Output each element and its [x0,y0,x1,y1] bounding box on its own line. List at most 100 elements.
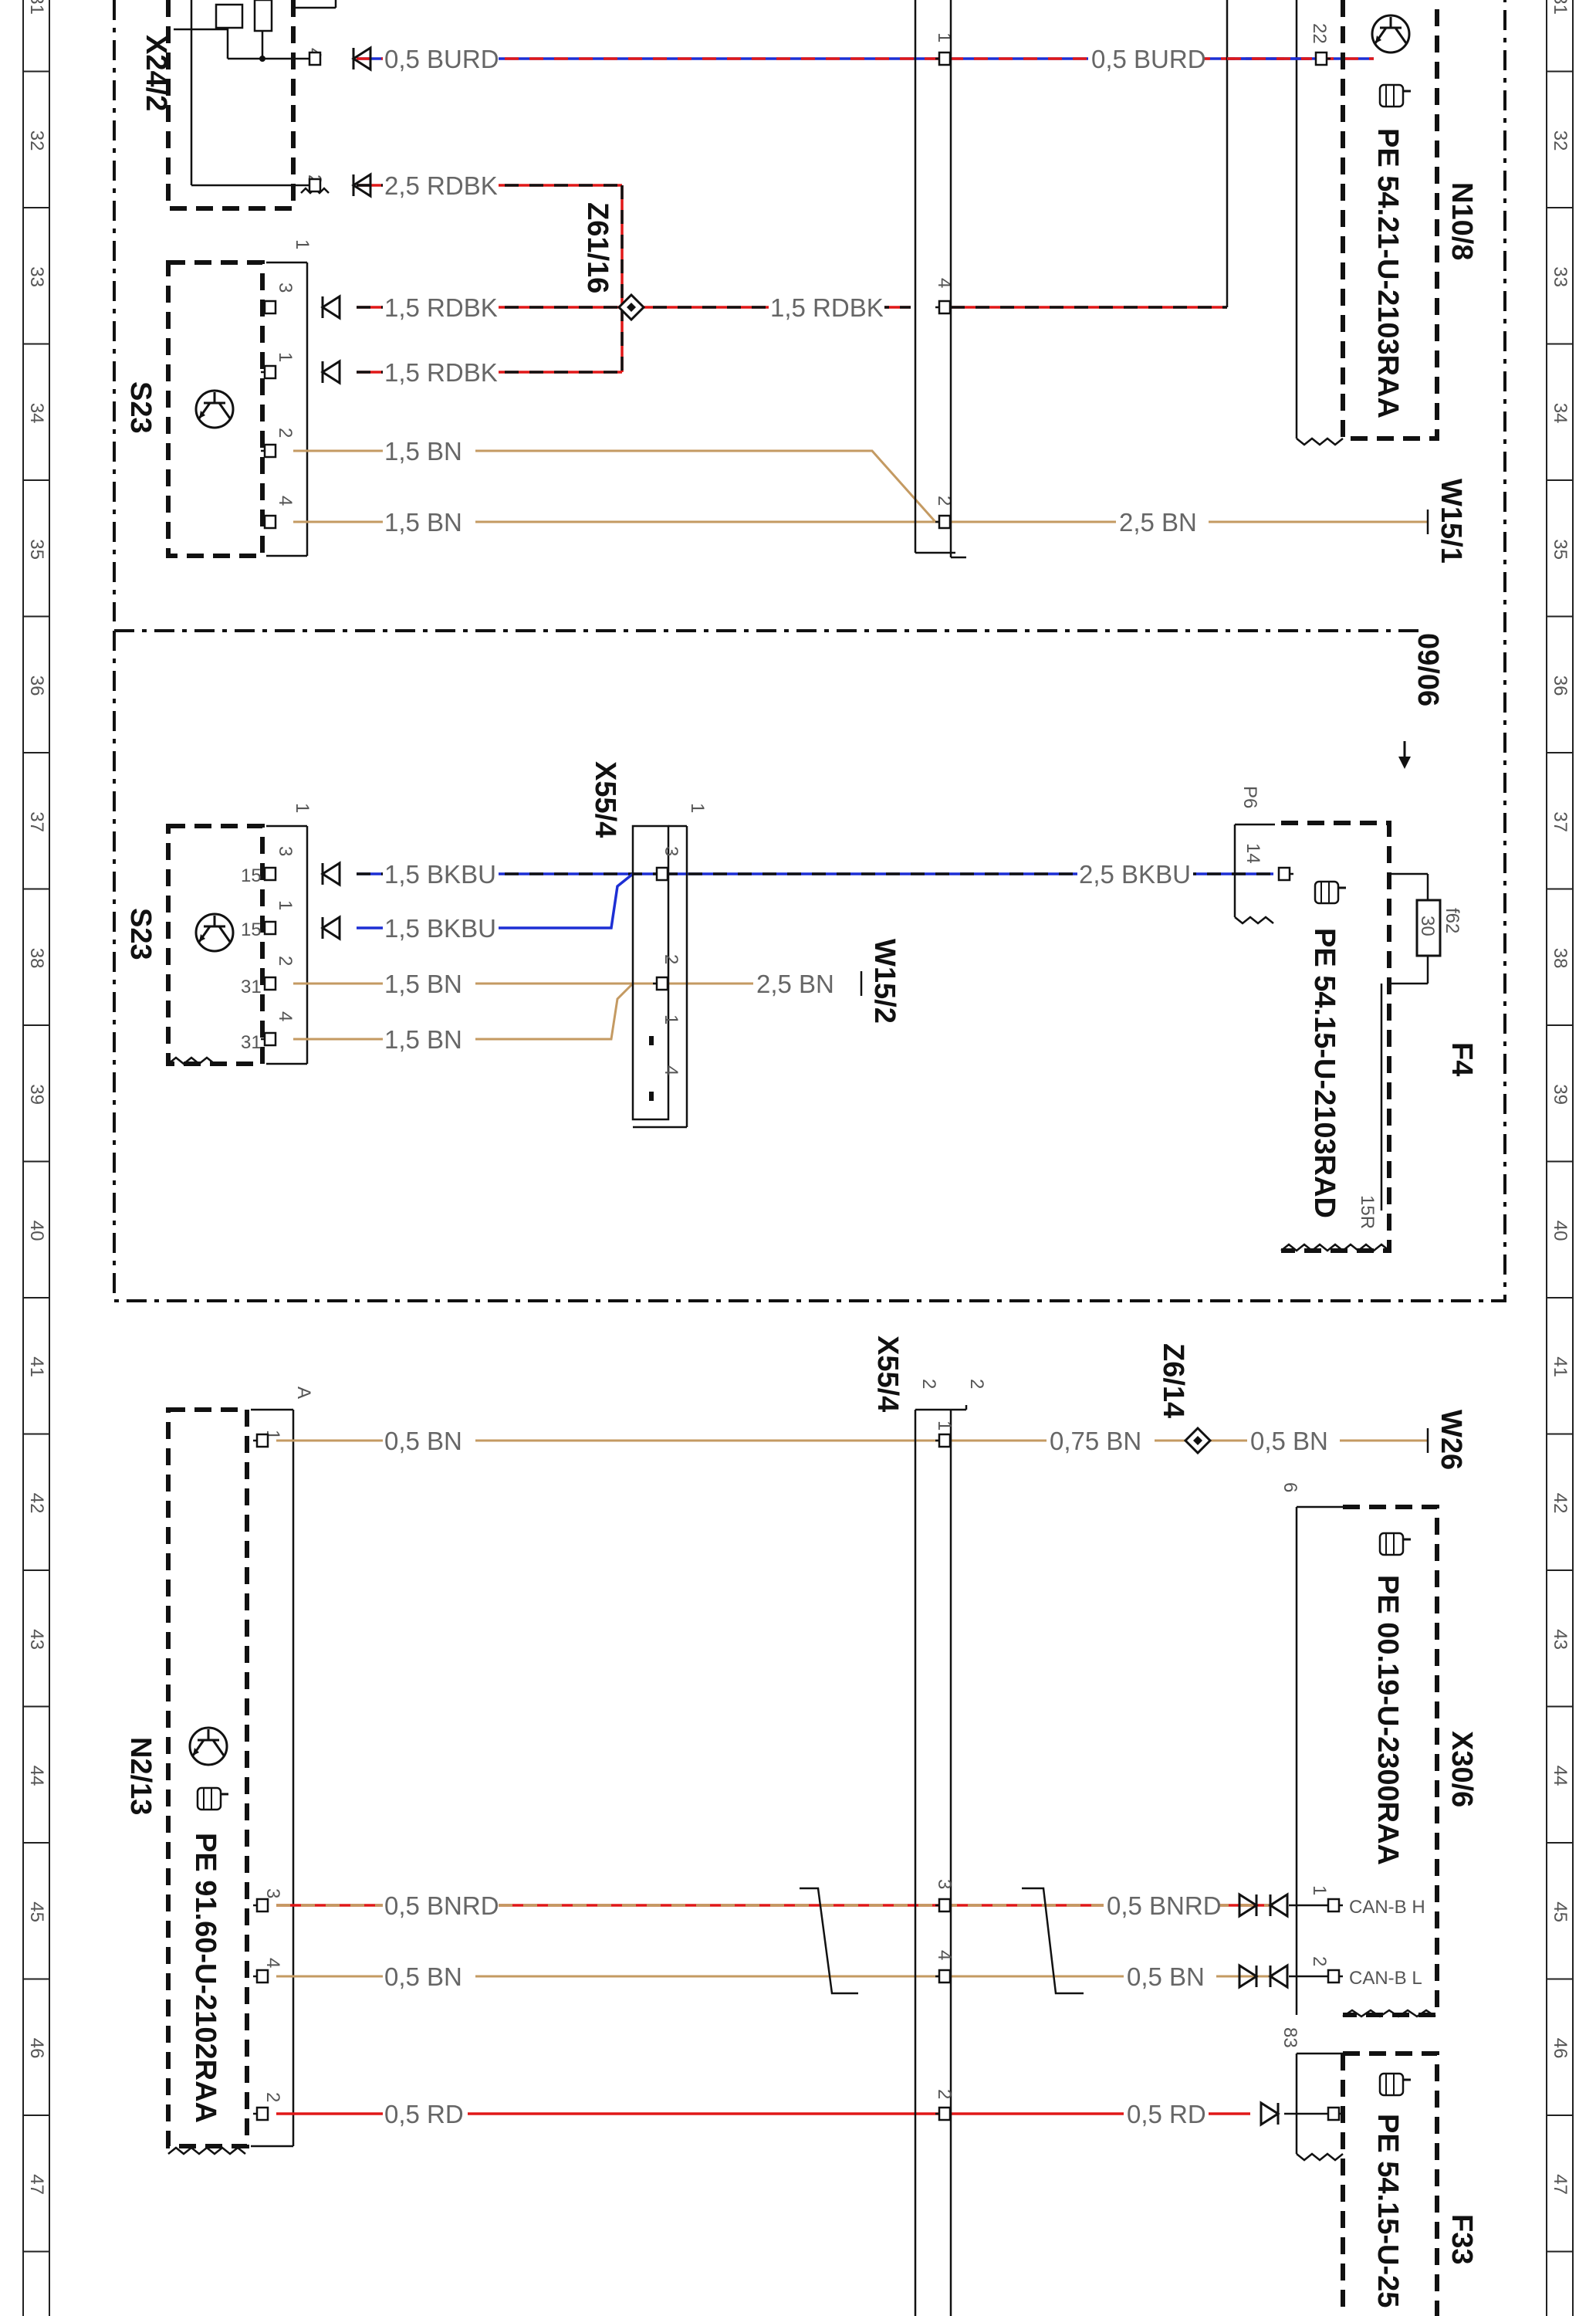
wire-label-w7a: 1,5 BN [384,970,462,998]
svg-text:3: 3 [934,1879,955,1889]
wire-label-w9b: 0,5 BNRD [1107,1891,1222,1920]
wire-label-w9a: 0,5 BNRD [384,1891,499,1920]
grid-row-label: 46 [1550,2038,1571,2059]
svg-text:2: 2 [934,2089,955,2099]
f4-component: P6 14 PE 54.15-U-2103RAD 30 f62 15R F4 [1233,786,1478,1253]
grid-row-label: 34 [26,403,47,424]
wire-label-w8b: 0,75 BN [1050,1427,1141,1455]
x24-2-component: X24/2 4 2 [140,0,337,211]
grid-row-label: 45 [1550,1901,1571,1922]
grid-row-label: 38 [26,948,47,969]
n10-8-label: N10/8 [1446,182,1478,260]
wire-label-w7b: 1,5 BN [384,1025,462,1054]
grid-row-label: 35 [1550,539,1571,560]
pe-ref-f33: PE 54.15-U-25 [1371,2114,1404,2308]
pe-ref-n2-13: PE 91.60-U-2102RAA [189,1833,221,2123]
x55-4-bot-label: X55/4 [871,1336,904,1412]
pin-83: 83 [1280,2027,1300,2048]
wire-label-w4: 1,5 BN [384,437,462,466]
x30-6-component: 6 PE 00.19-U-2300RAA X30/6 1 2 CAN-B H C… [1238,1482,1478,2018]
svg-text:31: 31 [241,977,262,997]
svg-text:1: 1 [292,803,313,813]
grid-row-label: 31 [26,0,47,15]
grid-row-label: 43 [1550,1629,1571,1650]
svg-text:1: 1 [275,352,296,362]
f33-component: 83 PE 54.15-U-25 F33 [1260,2027,1478,2316]
can-l-label: CAN-B L [1349,1968,1422,1989]
wire-label-w6b: 1,5 BKBU [384,914,496,943]
svg-text:4: 4 [262,1958,283,1968]
wire-label-w8a: 0,5 BN [384,1427,462,1455]
grid-row-label: 40 [1550,1221,1571,1241]
svg-text:1: 1 [934,32,955,42]
fuse-rating: 30 [1417,916,1438,936]
svg-text:4: 4 [934,1950,955,1960]
wire-label-w6c: 2,5 BKBU [1079,860,1191,889]
wire-label-w11b: 0,5 RD [1127,2100,1206,2128]
grid-row-label: 43 [26,1629,47,1650]
svg-text:14: 14 [1243,843,1263,864]
x30-6-label: X30/6 [1446,1731,1478,1807]
grid-row-label: 35 [26,539,47,560]
x55-4-bot-connector: 1 3 4 2 2 2 X55/4 [871,1336,987,2316]
x24-2-label: X24/2 [140,35,172,111]
grid-row-label: 33 [1550,266,1571,287]
grid-row-label: 44 [1550,1766,1571,1786]
pin-p6: P6 [1239,786,1260,808]
grid-row-label: 41 [1550,1356,1571,1377]
svg-text:1: 1 [687,803,708,813]
grid-row-label: 32 [1550,130,1571,151]
grid-row-label: 47 [1550,2174,1571,2195]
grid-row-label: 38 [1550,948,1571,969]
wire-label-w6a: 1,5 BKBU [384,860,496,889]
svg-text:4: 4 [275,496,296,506]
svg-text:2: 2 [262,2092,283,2102]
svg-text:1: 1 [292,239,313,249]
svg-text:15: 15 [241,919,262,940]
svg-text:15: 15 [241,865,262,886]
grid-row-label: 44 [26,1766,47,1786]
can-h-label: CAN-B H [1349,1897,1425,1918]
wire-label-w2: 2,5 RDBK [384,171,498,200]
grid-row-label: 34 [1550,403,1571,424]
svg-text:2: 2 [661,954,681,964]
frame-middle [113,0,1506,1302]
svg-text:1: 1 [275,900,296,910]
z6-14-label: Z6/14 [1157,1343,1189,1418]
svg-text:4: 4 [934,278,955,288]
wire-label-w1a: 0,5 BURD [384,45,499,73]
grid-row-label: 46 [26,2038,47,2059]
wire-label-w7c: 2,5 BN [756,970,834,998]
svg-text:2: 2 [934,496,955,506]
svg-text:2: 2 [1309,1956,1330,1966]
svg-text:3: 3 [275,846,296,856]
wire-label-w5a: 1,5 BN [384,508,462,537]
svg-text:2: 2 [275,428,296,438]
pin-15r: 15R [1357,1195,1378,1229]
n2-13-component: A PE 91.60-U-2102RAA N2/13 1 3 4 2 [124,1387,314,2155]
wire-label-w1b: 0,5 BURD [1091,45,1206,73]
pin-6: 6 [1280,1482,1300,1492]
svg-text:3: 3 [661,846,681,856]
s23-mid-component: S23 1 3 1 2 4 15 15 31 31 [124,803,313,1066]
n10-8-component: 22 PE 54.21-U-2103RAA N10/8 [1227,0,1478,446]
svg-text:3: 3 [275,283,296,293]
date-note: 09/06 [1412,633,1444,706]
wire-label-w3c: 1,5 RDBK [770,293,884,322]
wire-label-w10b: 0,5 BN [1127,1962,1205,1991]
wire-label-w11a: 0,5 RD [384,2100,464,2128]
wire-label-w5b: 2,5 BN [1119,508,1197,537]
svg-text:2: 2 [275,956,296,966]
pe-ref-n10-8: PE 54.21-U-2103RAA [1371,128,1404,418]
n2-13-label: N2/13 [124,1737,157,1815]
pin-a: A [293,1387,314,1399]
grid-row-label: 39 [26,1084,47,1105]
pe-ref-f4: PE 54.15-U-2103RAD [1308,928,1341,1218]
svg-text:2: 2 [918,1379,939,1389]
grid-band-right [1546,0,1574,2316]
s23-mid-label: S23 [124,908,157,960]
fuse-label: f62 [1442,908,1462,933]
x55-4-mid-label: X55/4 [589,761,621,838]
